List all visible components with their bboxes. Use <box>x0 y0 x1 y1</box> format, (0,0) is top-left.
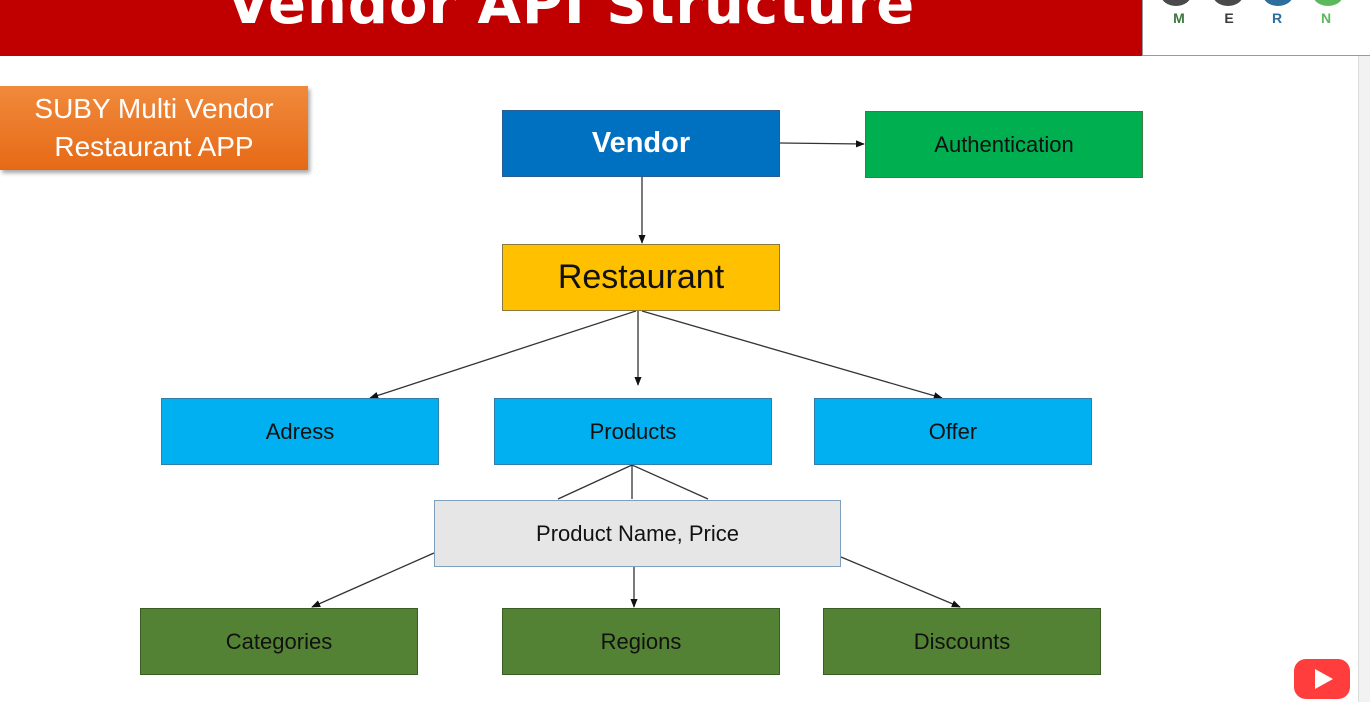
logo-circle-e <box>1213 0 1243 6</box>
node-regions: Regions <box>502 608 780 675</box>
edge-restaurant-offer <box>641 310 943 400</box>
node-products-label: Products <box>589 418 677 444</box>
node-categories-label: Categories <box>225 628 333 654</box>
logo-circle-m <box>1161 0 1191 6</box>
mern-logo: M E R N <box>1142 0 1370 56</box>
edge-details-categories <box>311 552 435 608</box>
logo-circle-n <box>1313 0 1343 6</box>
edge-products-details-right <box>631 464 709 500</box>
node-restaurant: Restaurant <box>502 244 780 311</box>
node-adress-label: Adress <box>265 418 335 444</box>
node-authentication: Authentication <box>865 111 1143 178</box>
node-adress: Adress <box>161 398 439 465</box>
node-vendor: Vendor <box>502 110 780 177</box>
edge-products-details-left <box>557 464 633 500</box>
badge-line-2: Restaurant APP <box>54 131 254 162</box>
edge-vendor-authentication <box>779 140 865 148</box>
slide-title: Vendor API Structure <box>226 0 916 37</box>
node-product-name-price-label: Product Name, Price <box>536 520 739 546</box>
title-bar: Vendor API Structure <box>0 0 1142 56</box>
node-authentication-label: Authentication <box>934 131 1074 157</box>
side-scroll-strip <box>1358 56 1370 702</box>
node-restaurant-label: Restaurant <box>557 258 725 296</box>
node-offer: Offer <box>814 398 1092 465</box>
node-product-name-price: Product Name, Price <box>434 500 841 567</box>
logo-letter-e: E <box>1224 10 1234 26</box>
node-products: Products <box>494 398 772 465</box>
node-vendor-label: Vendor <box>591 127 691 159</box>
badge-line-1: SUBY Multi Vendor <box>34 93 274 124</box>
edge-details-discounts <box>840 556 961 608</box>
app-badge: SUBY Multi Vendor Restaurant APP <box>0 86 308 170</box>
node-offer-label: Offer <box>928 418 978 444</box>
node-discounts: Discounts <box>823 608 1101 675</box>
node-regions-label: Regions <box>600 628 682 654</box>
edge-restaurant-adress <box>369 310 637 399</box>
logo-letter-r: R <box>1271 10 1283 26</box>
node-discounts-label: Discounts <box>913 628 1011 654</box>
youtube-play-icon[interactable] <box>1294 659 1350 699</box>
logo-circle-r <box>1263 0 1293 6</box>
logo-letter-n: N <box>1320 10 1332 26</box>
logo-letter-m: M <box>1173 10 1185 26</box>
node-categories: Categories <box>140 608 418 675</box>
